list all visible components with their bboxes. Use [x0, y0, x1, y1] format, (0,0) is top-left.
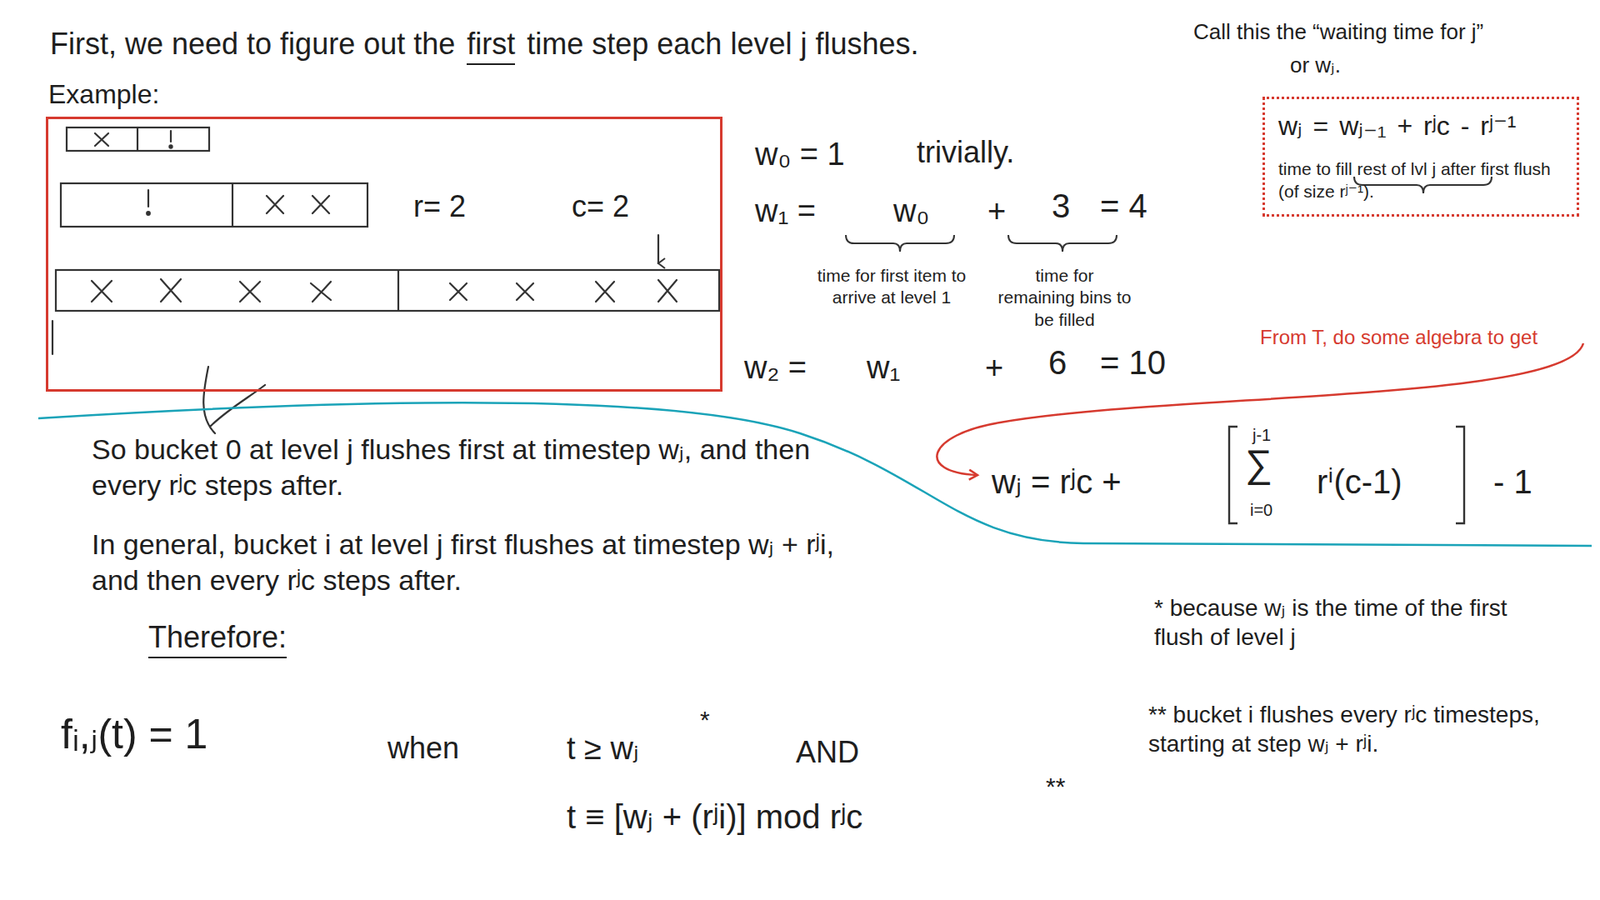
recurrence-formula: wⱼ = wⱼ₋₁ + rʲc - rʲ⁻¹ [1278, 109, 1564, 145]
operator: + [985, 348, 1004, 389]
section-divider [38, 402, 1592, 546]
heading-text: First, we need to figure out the [50, 25, 455, 63]
brace-note: time for remaining bins to be filled [995, 265, 1134, 331]
condition-word: AND [795, 733, 860, 771]
footnote-mark: ** [1045, 770, 1065, 803]
note-text: Call this the “waiting time for j” [1193, 18, 1484, 46]
heading-emphasis: first [466, 25, 515, 65]
sum-limit: i=0 [1250, 500, 1273, 521]
condition: t ≥ wⱼ [566, 729, 640, 770]
explanation: In general, bucket i at level j first fl… [91, 526, 842, 598]
equation-term: w₁ [866, 348, 900, 389]
underbraces [845, 176, 1492, 252]
closed-form: - 1 [1493, 460, 1533, 503]
example-box: Example:r= 2c= 2 [45, 116, 723, 392]
explanation: So bucket 0 at level j flushes first at … [91, 431, 842, 503]
section-heading: Therefore: [148, 618, 287, 659]
equation-term: w₀ [893, 191, 930, 232]
footnote: * because wⱼ is the time of the first fl… [1154, 593, 1555, 652]
equation: w₀ = 1 [755, 135, 845, 175]
footnote-mark: * [700, 704, 710, 736]
operator: + [987, 191, 1006, 232]
equation-term: 3 [1051, 185, 1070, 227]
param-label: r= 2 [413, 187, 466, 227]
closed-form: wⱼ = rʲc + [991, 460, 1122, 503]
brace-note: time for first item to arrive at level 1 [800, 265, 984, 310]
equation: w₂ = [744, 348, 807, 389]
equation-term: 6 [1048, 341, 1067, 384]
bucket-levels [52, 127, 720, 434]
condition-word: when [387, 729, 460, 767]
recurrence-note: time to fill rest of lvl j after first f… [1278, 157, 1564, 204]
recurrence-box: wⱼ = wⱼ₋₁ + rʲc - rʲ⁻¹ time to fill rest … [1262, 96, 1580, 217]
footnote: ** bucket i flushes every rʲc timesteps,… [1148, 700, 1574, 759]
param-label: c= 2 [571, 187, 630, 227]
closed-form: rⁱ(c-1) [1316, 460, 1403, 503]
equation: = 10 [1100, 341, 1166, 384]
condition: t ≡ [wⱼ + (rʲi)] mod rʲc [566, 795, 863, 838]
equation: w₁ = [755, 191, 816, 232]
equation: = 4 [1100, 185, 1148, 227]
note-text: or wⱼ. [1290, 51, 1341, 80]
derivation-note: From T, do some algebra to get [1260, 325, 1538, 350]
heading-text: time step each level j flushes. [526, 25, 919, 63]
example-heading: Example: [48, 77, 160, 113]
sum-symbol: ∑ [1245, 440, 1273, 489]
note-text: trivially. [916, 133, 1015, 171]
flush-function: fᵢ,ⱼ(t) = 1 [60, 708, 208, 761]
